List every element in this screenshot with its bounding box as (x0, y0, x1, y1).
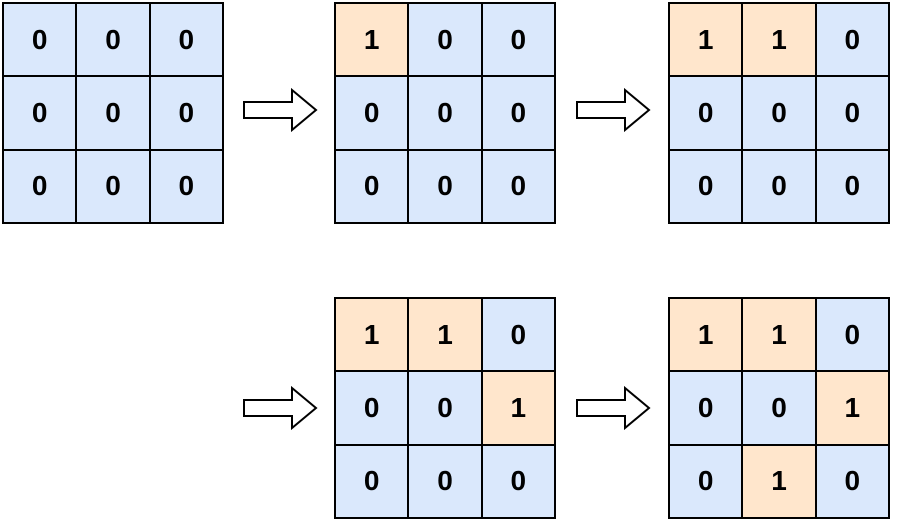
grid-cell: 0 (743, 372, 815, 444)
grid-cell: 0 (743, 150, 815, 222)
grid-cell: 0 (670, 150, 742, 222)
grid-cell: 0 (77, 150, 149, 222)
grid-cell: 0 (150, 77, 222, 149)
right-arrow-icon (576, 386, 651, 430)
grid-cell: 0 (150, 150, 222, 222)
grid-cell: 0 (409, 77, 481, 149)
grid-cell: 0 (670, 445, 742, 517)
grid-cell: 1 (743, 299, 815, 371)
grid-cell: 1 (336, 4, 408, 76)
grid-cell: 0 (4, 4, 76, 76)
grid-cell: 0 (4, 77, 76, 149)
grid-cell: 0 (482, 77, 554, 149)
grid-cell: 1 (670, 4, 742, 76)
grid-cell: 0 (336, 445, 408, 517)
grid-cell: 0 (816, 4, 888, 76)
grid-cell: 0 (482, 299, 554, 371)
grid-cell: 0 (816, 299, 888, 371)
grid-cell: 1 (670, 299, 742, 371)
grid-cell: 0 (816, 150, 888, 222)
grid-cell: 0 (409, 4, 481, 76)
grid-cell: 1 (816, 372, 888, 444)
right-arrow-icon (576, 88, 651, 132)
grid-cell: 1 (409, 299, 481, 371)
grid-cell: 0 (77, 77, 149, 149)
grid-cell: 0 (816, 445, 888, 517)
grid-cell: 0 (482, 4, 554, 76)
grid-cell: 0 (336, 77, 408, 149)
grid-cell: 0 (482, 445, 554, 517)
grid-cell: 0 (336, 150, 408, 222)
grid-cell: 0 (150, 4, 222, 76)
grid-cell: 0 (409, 445, 481, 517)
grid-cell: 0 (670, 372, 742, 444)
grid-cell: 0 (336, 372, 408, 444)
grid-cell: 1 (482, 372, 554, 444)
right-arrow-icon (243, 386, 318, 430)
right-arrow-icon (243, 88, 318, 132)
grid-cell: 0 (482, 150, 554, 222)
grid-cell: 0 (670, 77, 742, 149)
grid-cell: 1 (743, 445, 815, 517)
grid-cell: 1 (336, 299, 408, 371)
grid-cell: 0 (816, 77, 888, 149)
grid-cell: 0 (77, 4, 149, 76)
grid-cell: 0 (4, 150, 76, 222)
grid-cell: 0 (409, 150, 481, 222)
grid-cell: 1 (743, 4, 815, 76)
grid-cell: 0 (409, 372, 481, 444)
grid-cell: 0 (743, 77, 815, 149)
